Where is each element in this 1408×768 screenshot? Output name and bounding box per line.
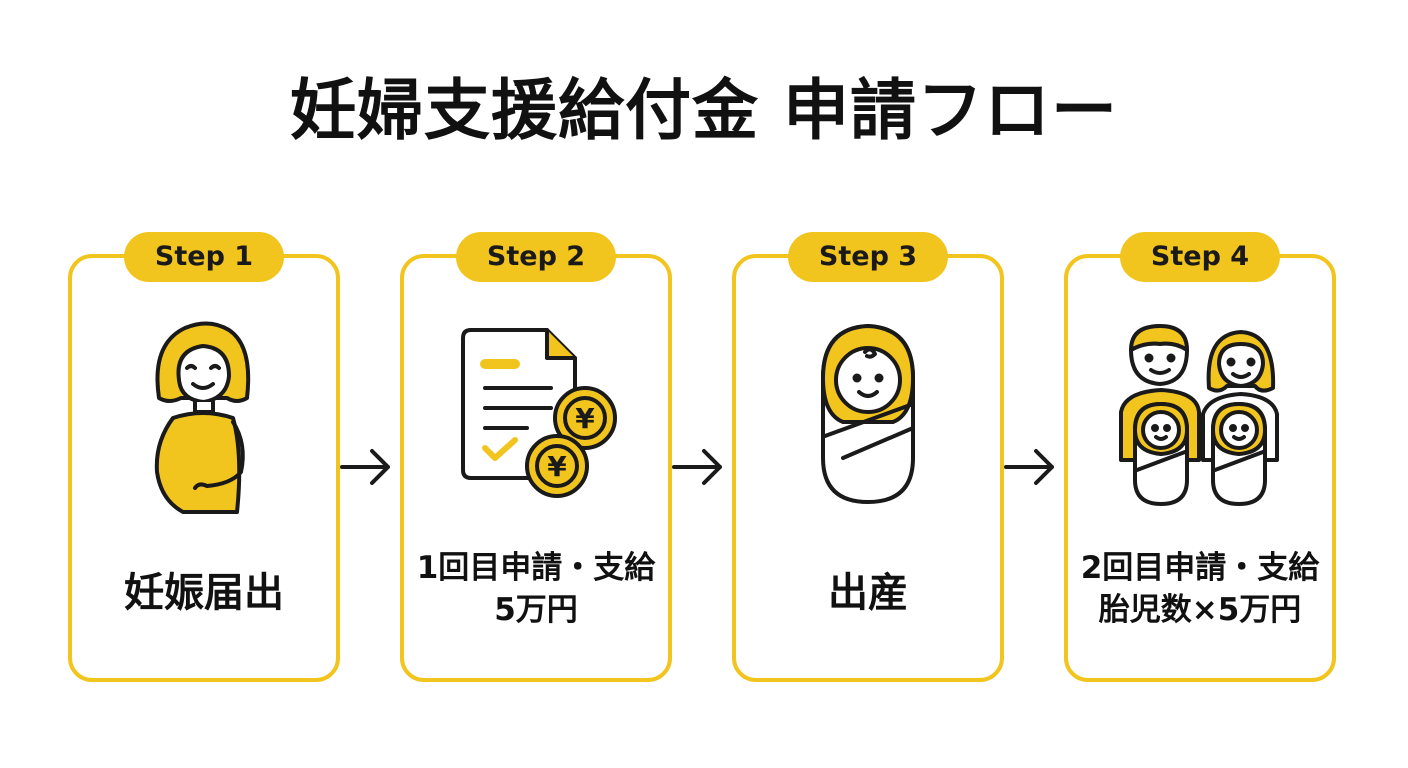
swaddled-baby-icon (821, 324, 915, 504)
step-label-2: 1回目申請・支給 5万円 (416, 550, 656, 628)
svg-text:¥: ¥ (547, 450, 567, 483)
step-badge-1: Step 1 (124, 232, 284, 282)
step-card-3: Step 3 出産 (732, 232, 1004, 682)
step-label-3: 出産 (828, 570, 908, 616)
step-card-1: Step 1 妊娠届出 (68, 232, 340, 682)
step-badge-2: Step 2 (456, 232, 616, 282)
step-badge-3: Step 3 (788, 232, 948, 282)
family-with-babies-icon (1119, 324, 1279, 506)
arrow-right-icon (672, 449, 722, 485)
step-label-4: 2回目申請・支給 胎児数×5万円 (1080, 550, 1320, 628)
pregnant-woman-icon (154, 321, 251, 514)
step-card-4: Step 4 (1064, 232, 1336, 682)
arrow-right-icon (340, 449, 390, 485)
document-yen-coins-icon: ¥ ¥ (461, 328, 617, 498)
step-card-2: Step 2 ¥ ¥ 1回目申請・支給 5万円 (400, 232, 672, 682)
step-label-1: 妊娠届出 (124, 570, 284, 616)
step-badge-4: Step 4 (1120, 232, 1280, 282)
arrow-right-icon (1004, 449, 1054, 485)
page-title: 妊婦支援給付金 申請フロー (290, 72, 1118, 149)
svg-text:¥: ¥ (575, 402, 595, 435)
